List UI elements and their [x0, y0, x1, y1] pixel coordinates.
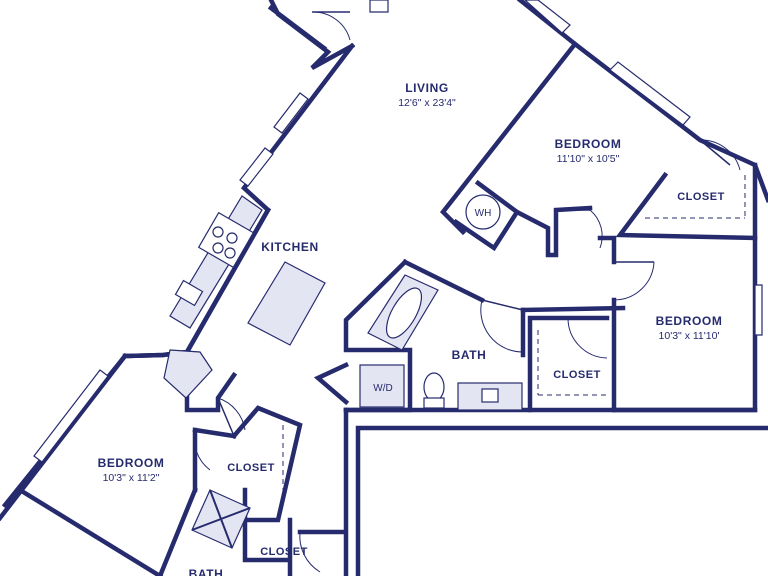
door-bedroom-c: [217, 397, 235, 437]
labels: LIVING 12'6" x 23'4" KITCHEN BEDROOM 11'…: [98, 81, 725, 576]
fixtures: [163, 194, 523, 549]
door-entry-swing: [311, 11, 351, 41]
bath-main-label: BATH: [452, 348, 487, 362]
vanity-main-sink: [481, 388, 499, 403]
window-left-upper: [273, 92, 309, 134]
kitchen-counter: [169, 195, 263, 329]
wall-closet-a: [615, 171, 758, 241]
wall-bedroom-a-bottom: [513, 205, 593, 258]
bedroom-b-dims: 10'3" x 11'10': [659, 330, 720, 342]
washer-dryer-label: W/D: [373, 383, 392, 394]
door-bedroom-c-swing: [217, 397, 246, 431]
wall-bath-top: [401, 258, 626, 313]
bedroom-c-dims: 10'3" x 11'2": [103, 472, 160, 484]
closet-d-label: CLOSET: [260, 546, 308, 558]
bedroom-c-label: BEDROOM: [98, 456, 165, 470]
closet-b-shelf: [537, 330, 607, 396]
doors: [193, 11, 741, 573]
window-left-lower: [33, 369, 109, 463]
bathtub-basin: [385, 287, 423, 339]
window-top: [369, 0, 389, 13]
closet-a-shelf: [645, 175, 746, 219]
fridge: [163, 349, 213, 399]
wall-left-bottom: [16, 486, 164, 576]
wall-top-right: [516, 0, 768, 203]
door-bedroom-a-swing: [589, 209, 603, 249]
door-closet-b-swing: [567, 317, 608, 359]
bedroom-b-label: BEDROOM: [656, 314, 723, 328]
toilet-main-tank: [423, 397, 445, 409]
door-closet-c-swing: [193, 429, 211, 471]
cooktop: [197, 211, 255, 269]
wall-wd-niche: [313, 362, 350, 406]
bedroom-a-label: BEDROOM: [555, 137, 622, 151]
closet-shelves: [282, 175, 746, 505]
closet-c-label: CLOSET: [227, 462, 275, 474]
door-bath-main-swing: [480, 299, 524, 353]
burner-3: [212, 242, 224, 254]
living-label: LIVING: [405, 81, 449, 95]
water-heater-label: WH: [475, 208, 492, 219]
bath-lower-label: BATH: [189, 567, 224, 576]
wall-wh-closet: [452, 179, 521, 252]
window-right-side: [754, 284, 763, 336]
window-top-right: [524, 0, 571, 34]
wall-bedroom-a-left: [439, 40, 579, 236]
window-left-mid: [239, 147, 274, 187]
door-closet-c: [194, 429, 235, 437]
wall-closet-c: [229, 405, 303, 523]
windows: [33, 0, 763, 463]
bedroom-a-dims: 11'10" x 10'5": [557, 153, 620, 165]
toilet-main-bowl: [423, 372, 445, 402]
kitchen-sink: [174, 279, 204, 307]
window-right-upper: [609, 61, 691, 126]
door-bath-main: [481, 299, 524, 311]
closet-a-label: CLOSET: [677, 191, 725, 203]
water-heater: [465, 194, 501, 230]
door-bedroom-b-swing: [613, 261, 655, 301]
wall-bedroom-b-top: [597, 235, 617, 413]
wall-bedroom-c-right: [157, 487, 198, 576]
living-dims: 12'6" x 23'4": [398, 97, 456, 109]
door-closet-a-swing: [699, 139, 741, 171]
burner-2: [226, 232, 238, 244]
wall-corridor-right: [343, 407, 768, 576]
wall-closet-d: [242, 487, 348, 576]
shower-lower-x: [191, 489, 251, 549]
burner-1: [212, 226, 224, 238]
closet-b-label: CLOSET: [553, 369, 601, 381]
door-closet-d-swing: [299, 531, 321, 573]
door-closet-a: [699, 139, 731, 166]
burner-4: [224, 247, 236, 259]
kitchen-label: KITCHEN: [261, 240, 319, 254]
washer-dryer: [359, 364, 405, 408]
kitchen-island: [247, 261, 326, 346]
wall-kitchen-left: [184, 206, 272, 413]
